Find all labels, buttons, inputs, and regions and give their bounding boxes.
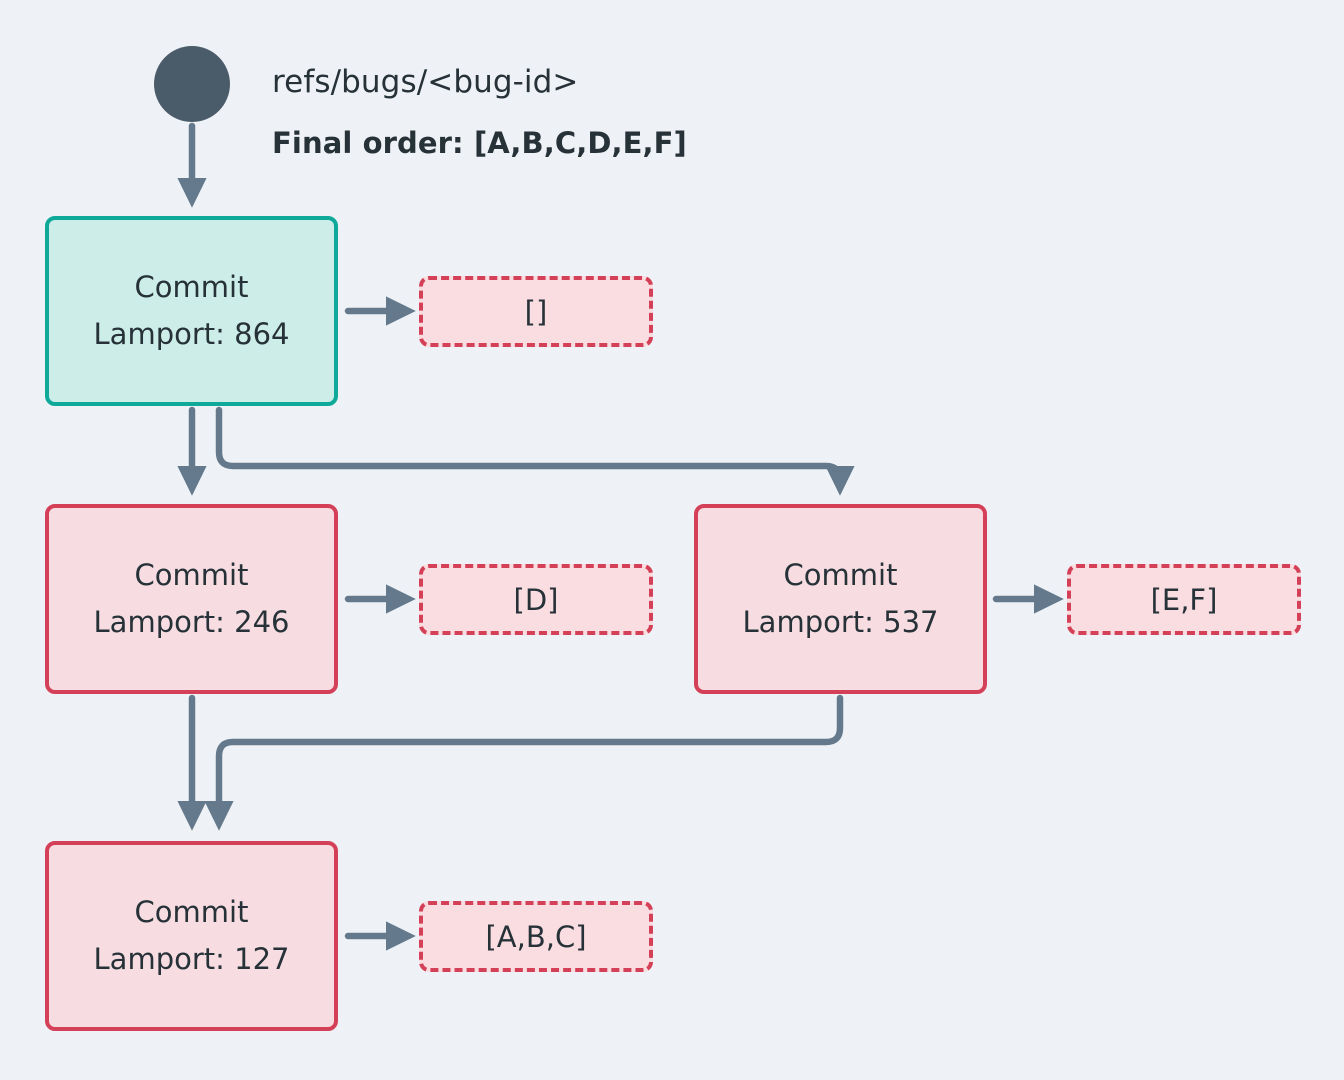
payload-box-537-label: [E,F] bbox=[1150, 582, 1218, 617]
payload-box-864[interactable]: [] bbox=[419, 276, 653, 347]
commit-node-537-lamport: Lamport: 537 bbox=[742, 605, 939, 639]
payload-box-127[interactable]: [A,B,C] bbox=[419, 901, 653, 972]
ref-label: refs/bugs/<bug-id> bbox=[272, 64, 579, 100]
final-order-label: Final order: [A,B,C,D,E,F] bbox=[272, 126, 687, 160]
payload-box-127-label: [A,B,C] bbox=[485, 919, 587, 954]
commit-node-537-title: Commit bbox=[783, 558, 898, 593]
payload-box-537[interactable]: [E,F] bbox=[1067, 564, 1301, 635]
commit-node-864-lamport: Lamport: 864 bbox=[93, 317, 290, 351]
edge-commit864-to-commit537 bbox=[215, 406, 855, 496]
payload-box-246-label: [D] bbox=[513, 582, 559, 617]
commit-node-246[interactable]: Commit Lamport: 246 bbox=[45, 504, 338, 694]
commit-node-537[interactable]: Commit Lamport: 537 bbox=[694, 504, 987, 694]
commit-node-127-lamport: Lamport: 127 bbox=[93, 942, 290, 976]
commit-node-246-lamport: Lamport: 246 bbox=[93, 605, 290, 639]
filled-circle-icon bbox=[154, 46, 230, 122]
commit-node-864-title: Commit bbox=[134, 270, 249, 305]
commit-node-246-title: Commit bbox=[134, 558, 249, 593]
payload-box-246[interactable]: [D] bbox=[419, 564, 653, 635]
commit-node-127-title: Commit bbox=[134, 895, 249, 930]
commit-node-127[interactable]: Commit Lamport: 127 bbox=[45, 841, 338, 1031]
payload-box-864-label: [] bbox=[524, 294, 548, 329]
commit-node-864[interactable]: Commit Lamport: 864 bbox=[45, 216, 338, 406]
edge-commit537-to-commit127 bbox=[204, 694, 844, 831]
